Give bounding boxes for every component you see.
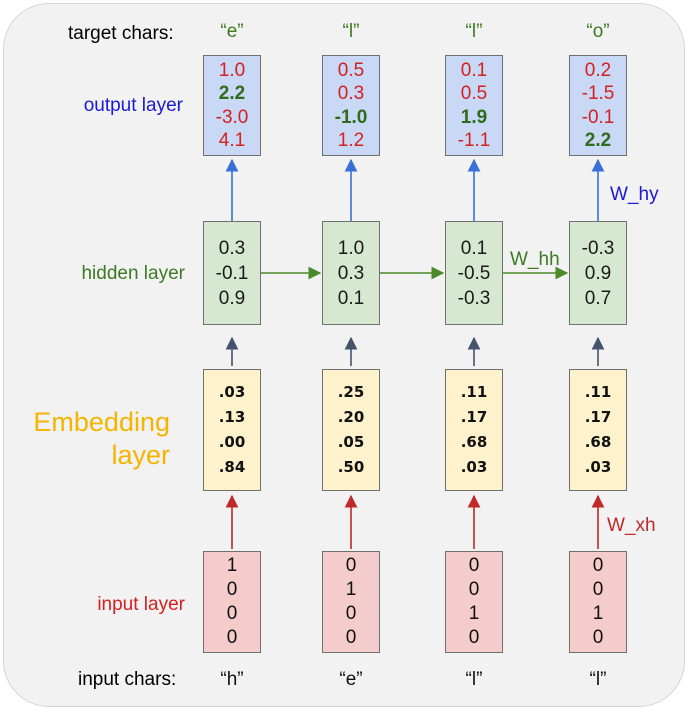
embedding-box-2: .25 .20 .05 .50 — [322, 369, 380, 491]
hidden-value: 0.1 — [460, 237, 488, 259]
hidden-value: -0.1 — [215, 262, 249, 284]
output-value: -3.0 — [215, 106, 249, 128]
hidden-layer-label: hidden layer — [81, 263, 185, 284]
hidden-value: -0.3 — [457, 287, 491, 309]
output-value: -0.1 — [581, 106, 615, 128]
embedding-value: .11 — [584, 383, 612, 401]
hidden-value: 0.9 — [218, 287, 246, 309]
hidden-box-1: 0.3 -0.1 0.9 — [203, 221, 261, 325]
weight-label-xh: W_xh — [607, 515, 656, 536]
hidden-box-2: 1.0 0.3 0.1 — [322, 221, 380, 325]
input-value: 0 — [592, 555, 604, 576]
output-value: 1.2 — [337, 130, 365, 151]
hidden-value: 0.3 — [337, 262, 365, 284]
target-char-3: “l” — [465, 21, 483, 42]
input-char-4: “l” — [589, 669, 607, 690]
hidden-value: 0.1 — [337, 287, 365, 309]
embedding-value: .11 — [460, 383, 488, 401]
output-value: -1.5 — [581, 83, 615, 104]
input-box-3: 0 0 1 0 — [445, 551, 503, 653]
output-value: 1.0 — [218, 59, 246, 81]
embedding-value: .20 — [337, 408, 365, 426]
embedding-value: .84 — [218, 458, 246, 476]
input-value: 0 — [468, 627, 480, 648]
embedding-value: .03 — [460, 458, 488, 476]
embedding-box-4: .11 .17 .68 .03 — [569, 369, 627, 491]
input-value: 0 — [345, 627, 357, 648]
output-value: 0.1 — [460, 59, 488, 81]
embedding-value: .68 — [460, 433, 488, 451]
input-value: 0 — [345, 555, 357, 576]
input-value: 0 — [345, 603, 357, 624]
input-box-2: 0 1 0 0 — [322, 551, 380, 653]
hidden-value: 0.7 — [584, 287, 612, 309]
input-value: 1 — [226, 555, 238, 576]
embedding-value: .17 — [584, 408, 612, 426]
hidden-value: 0.3 — [218, 237, 246, 259]
input-char-2: “e” — [339, 669, 363, 690]
input-value: 1 — [468, 603, 480, 624]
embedding-layer-label: Embedding layer — [20, 406, 170, 472]
target-char-2: “l” — [342, 21, 360, 42]
input-value: 0 — [468, 579, 480, 600]
target-chars-label: target chars: — [68, 23, 174, 44]
target-char-4: “o” — [586, 21, 610, 42]
input-value: 1 — [592, 603, 604, 624]
input-layer-label: input layer — [97, 594, 185, 615]
embedding-value: .05 — [337, 433, 365, 451]
input-value: 0 — [592, 579, 604, 600]
embedding-label-line-1: Embedding — [33, 407, 170, 437]
input-box-4: 0 0 1 0 — [569, 551, 627, 653]
output-value: 0.5 — [460, 83, 488, 104]
embedding-box-1: .03 .13 .00 .84 — [203, 369, 261, 491]
hidden-value: 1.0 — [337, 237, 365, 259]
hidden-box-4: -0.3 0.9 0.7 — [569, 221, 627, 325]
input-value: 0 — [592, 627, 604, 648]
output-value: -1.0 — [334, 106, 368, 128]
input-char-3: “l” — [465, 669, 483, 690]
hidden-value: 0.9 — [584, 262, 612, 284]
input-value: 0 — [226, 579, 238, 600]
embedding-value: .03 — [584, 458, 612, 476]
hidden-box-3: 0.1 -0.5 -0.3 — [445, 221, 503, 325]
embedding-value: .13 — [218, 408, 246, 426]
input-value: 0 — [226, 603, 238, 624]
output-value: 0.2 — [584, 59, 612, 81]
embedding-label-line-2: layer — [111, 440, 170, 470]
output-value: 4.1 — [218, 130, 246, 151]
embedding-value: .17 — [460, 408, 488, 426]
weight-label-hh: W_hh — [510, 249, 560, 270]
output-value: 2.2 — [218, 83, 246, 104]
input-value: 0 — [468, 555, 480, 576]
output-value: 2.2 — [584, 130, 612, 151]
embedding-value: .68 — [584, 433, 612, 451]
output-value: 0.5 — [337, 59, 365, 81]
input-value: 0 — [226, 627, 238, 648]
target-char-1: “e” — [220, 21, 244, 42]
weight-label-hy: W_hy — [610, 184, 659, 205]
input-chars-label: input chars: — [78, 669, 177, 690]
output-value: 0.3 — [337, 83, 365, 104]
embedding-box-3: .11 .17 .68 .03 — [445, 369, 503, 491]
output-value: -1.1 — [457, 130, 491, 151]
embedding-value: .25 — [337, 383, 365, 401]
output-value: 1.9 — [460, 106, 488, 128]
input-box-1: 1 0 0 0 — [203, 551, 261, 653]
hidden-value: -0.5 — [457, 262, 491, 284]
embedding-value: .00 — [218, 433, 246, 451]
input-value: 1 — [345, 579, 357, 600]
input-char-1: “h” — [220, 669, 244, 690]
hidden-value: -0.3 — [581, 237, 615, 259]
embedding-value: .03 — [218, 383, 246, 401]
embedding-value: .50 — [337, 458, 365, 476]
output-layer-label: output layer — [83, 95, 183, 116]
